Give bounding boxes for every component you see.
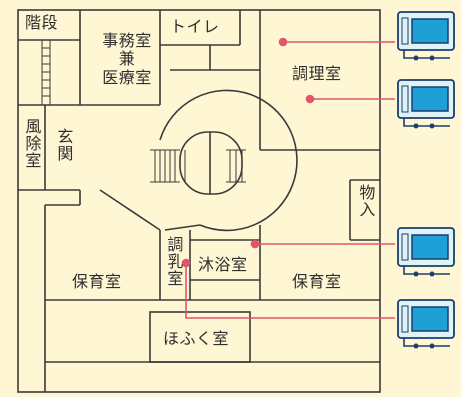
stair-treads: [41, 40, 246, 183]
walls: [17, 9, 381, 393]
room-label-bath: 沐浴室: [198, 255, 248, 274]
callout-dot-4: [181, 258, 191, 268]
intercom-monitor-icon: [397, 227, 455, 277]
room-label-toilet: トイレ: [170, 17, 220, 36]
room-label-clothing: ほふく室: [163, 329, 230, 348]
room-label-storage: 物入: [356, 184, 376, 218]
callout-dot-3: [250, 239, 260, 249]
room-label-stairs: 階段: [25, 13, 59, 32]
room-label-kitchen: 調理室: [292, 64, 342, 83]
room-label-office: 事務室 兼 医療室: [102, 31, 152, 87]
room-label-nursery-right: 保育室: [292, 272, 342, 291]
intercom-monitor-icon: [397, 299, 455, 349]
callout-dot-2: [305, 94, 315, 104]
callout-line-4: [185, 263, 395, 319]
intercom-monitor-icon: [397, 79, 455, 129]
room-label-windbreak: 風除室: [22, 118, 42, 169]
intercom-monitor-icon: [397, 11, 455, 61]
room-label-entrance: 玄関: [54, 128, 74, 162]
room-label-nursery-left: 保育室: [72, 272, 122, 291]
callout-dot-1: [278, 37, 288, 47]
room-label-milk-prep: 調乳室: [164, 236, 184, 287]
callouts: [181, 37, 395, 319]
